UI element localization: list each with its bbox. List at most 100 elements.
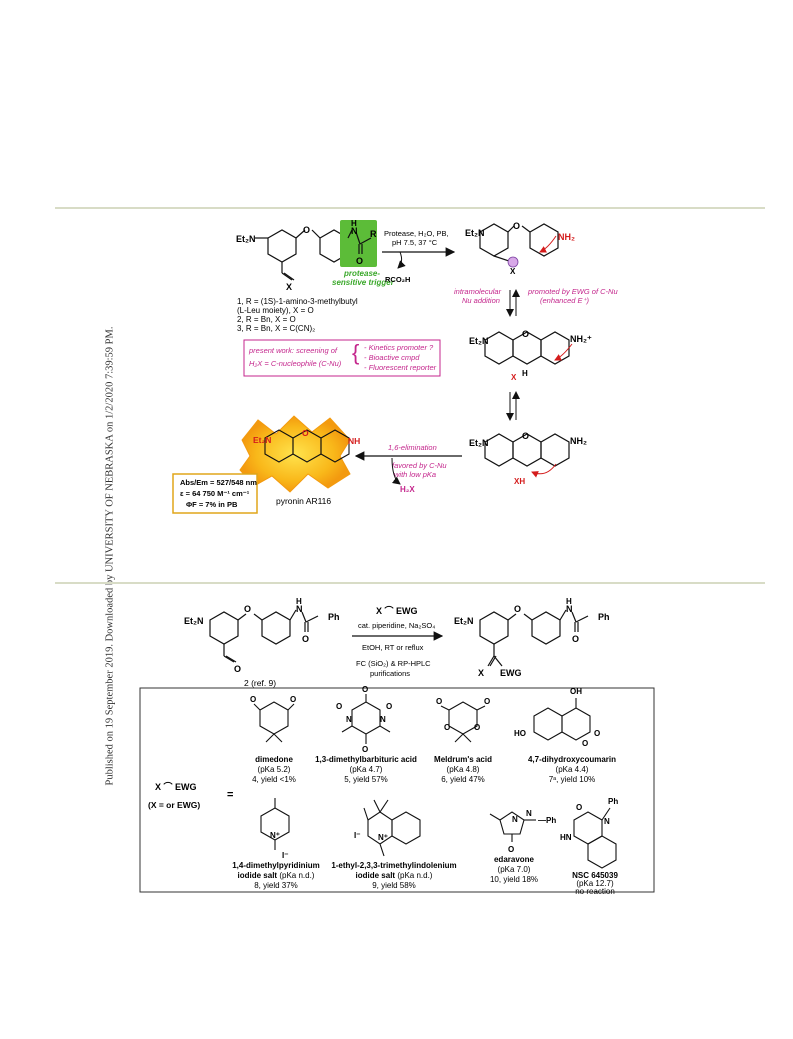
pyronin-product: Et₂N O NH — [239, 415, 360, 493]
svg-text:cat. piperidine, Na₂SO₄: cat. piperidine, Na₂SO₄ — [358, 621, 435, 630]
svg-text:N: N — [380, 715, 386, 724]
meldrum-structure — [448, 701, 478, 735]
svg-text:(pKa 5.2): (pKa 5.2) — [258, 765, 291, 774]
svg-text:Ph: Ph — [608, 797, 618, 806]
svg-text:X: X — [510, 267, 516, 276]
svg-text:O: O — [290, 695, 296, 704]
svg-text:=: = — [227, 789, 233, 801]
trigger-label: protease-sensitive trigger — [332, 269, 395, 287]
svg-text:O: O — [302, 634, 309, 644]
svg-text:X: X — [511, 373, 517, 382]
table-frame — [139, 687, 655, 893]
svg-text:present work: screening of: present work: screening of — [248, 346, 338, 355]
svg-text:N: N — [526, 809, 532, 818]
et2n-label-1: Et₂N — [236, 234, 256, 244]
svg-text:4, yield <1%: 4, yield <1% — [252, 775, 296, 784]
svg-text:XH: XH — [514, 477, 525, 486]
svg-text:HN: HN — [560, 833, 572, 842]
svg-text:(pKa 4.4): (pKa 4.4) — [556, 765, 589, 774]
svg-text:(pKa 4.8): (pKa 4.8) — [447, 765, 480, 774]
svg-text:X: X — [478, 668, 484, 678]
svg-text:7ᵃ, yield 10%: 7ᵃ, yield 10% — [549, 775, 596, 784]
svg-text:Et₂N: Et₂N — [454, 616, 474, 626]
elimination-intermediate — [484, 433, 570, 467]
svg-text:ε = 64 750 M⁻¹ cm⁻¹: ε = 64 750 M⁻¹ cm⁻¹ — [180, 489, 250, 498]
barbituric-name: 1,3-dimethylbarbituric acid — [315, 755, 417, 764]
svg-text:(pKa 12.7): (pKa 12.7) — [576, 879, 614, 888]
svg-text:N⁺: N⁺ — [270, 831, 280, 840]
svg-text:H₂X: H₂X — [400, 485, 415, 494]
edaravone-structure — [499, 811, 525, 835]
svg-text:O: O — [250, 695, 256, 704]
meldrum-name: Meldrum's acid — [434, 755, 492, 764]
svg-text:Abs/Em = 527/548 nm: Abs/Em = 527/548 nm — [180, 478, 257, 487]
svg-text:NH₂: NH₂ — [570, 436, 587, 446]
svg-text:X ⌒ EWG: X ⌒ EWG — [155, 781, 197, 792]
svg-text:O: O — [386, 702, 392, 711]
svg-text:O: O — [444, 723, 450, 732]
svg-text:2, R = Bn, X = O: 2, R = Bn, X = O — [237, 315, 296, 324]
svg-text:O: O — [484, 697, 490, 706]
svg-text:{: { — [352, 340, 359, 365]
svg-text:purifications: purifications — [370, 669, 410, 678]
coumarin-structure — [533, 707, 563, 741]
compound-2-structure — [209, 609, 319, 663]
svg-text:(L-Leu moiety), X = O: (L-Leu moiety), X = O — [237, 306, 314, 315]
svg-text:N: N — [566, 604, 573, 614]
svg-text:pH 7.5, 37 °C: pH 7.5, 37 °C — [392, 238, 438, 247]
o-label-1: O — [303, 225, 310, 235]
svg-text:no reaction: no reaction — [575, 887, 615, 896]
svg-text:N: N — [296, 604, 303, 614]
svg-text:(pKa 4.7): (pKa 4.7) — [350, 765, 383, 774]
svg-text:Ph: Ph — [598, 612, 610, 622]
svg-text:5, yield 57%: 5, yield 57% — [344, 775, 388, 784]
svg-text:Protease, H₂O, PB,: Protease, H₂O, PB, — [384, 229, 449, 238]
svg-text:O: O — [522, 329, 529, 339]
svg-text:N: N — [604, 817, 610, 826]
svg-text:Et₂N: Et₂N — [253, 435, 271, 445]
svg-text:8, yield 37%: 8, yield 37% — [254, 881, 298, 890]
svg-text:- Bioactive cmpd: - Bioactive cmpd — [364, 353, 420, 362]
knoevenagel-product — [479, 609, 589, 667]
svg-text:favored by C-Nu: favored by C-Nu — [392, 461, 447, 470]
nsc-name: NSC 645039 — [572, 871, 618, 880]
svg-text:3, R = Bn, X = C(CN)₂: 3, R = Bn, X = C(CN)₂ — [237, 324, 315, 333]
compound-2-label: 2 (ref. 9) — [244, 678, 276, 688]
svg-text:EtOH, RT or reflux: EtOH, RT or reflux — [362, 643, 424, 652]
svg-text:(enhanced E⁺): (enhanced E⁺) — [540, 296, 589, 305]
svg-text:Ph: Ph — [328, 612, 340, 622]
svg-text:OH: OH — [570, 687, 582, 696]
svg-text:O: O — [582, 739, 588, 748]
nh2-label: NH₂ — [558, 232, 575, 242]
svg-text:O: O — [508, 845, 514, 854]
barbituric-structure — [351, 701, 381, 735]
svg-text:O: O — [514, 604, 521, 614]
svg-text:EWG: EWG — [500, 668, 522, 678]
scheme-1: Et₂N O H N R O X protease-sensitive trig… — [172, 219, 618, 514]
svg-text:H: H — [566, 597, 572, 606]
svg-text:(pKa 7.0): (pKa 7.0) — [498, 865, 531, 874]
svg-text:10, yield 18%: 10, yield 18% — [490, 875, 538, 884]
svg-text:NH: NH — [348, 436, 360, 446]
pyridinium-name: 1,4-dimethylpyridinium — [232, 861, 320, 870]
svg-text:O: O — [522, 431, 529, 441]
edaravone-name: edaravone — [494, 855, 535, 864]
svg-text:H₂X = C-nucleophile (C-Nu): H₂X = C-nucleophile (C-Nu) — [249, 359, 342, 368]
svg-text:R: R — [370, 229, 377, 239]
svg-text:O: O — [362, 745, 368, 754]
svg-text:iodide salt (pKa n.d.): iodide salt (pKa n.d.) — [238, 871, 315, 880]
svg-text:1,6-elimination: 1,6-elimination — [388, 443, 437, 452]
svg-text:(X = or EWG): (X = or EWG) — [148, 800, 200, 810]
svg-text:N: N — [512, 815, 518, 824]
svg-text:6, yield 47%: 6, yield 47% — [441, 775, 485, 784]
trigger-highlight — [340, 220, 377, 267]
svg-text:Et₂N: Et₂N — [184, 616, 204, 626]
divider-top — [55, 207, 765, 209]
indolenium-name: 1-ethyl-2,3,3-trimethylindolenium — [331, 861, 456, 870]
svg-text:ΦF = 7% in PB: ΦF = 7% in PB — [186, 500, 238, 509]
svg-text:O: O — [244, 604, 251, 614]
dimedone-name: dimedone — [255, 755, 293, 764]
svg-text:O: O — [576, 803, 582, 812]
svg-text:H: H — [296, 597, 302, 606]
